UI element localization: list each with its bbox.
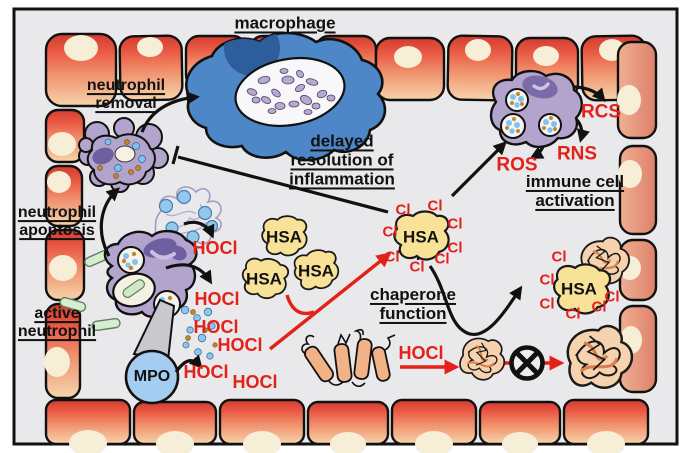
label-cl: Cl [409,258,425,276]
label-hsa: HSA [246,269,282,289]
label-cl: Cl [447,215,463,233]
apoptotic-neutrophil [78,117,169,193]
granule-release-dots [180,305,218,360]
tissue-cell [618,144,658,236]
label-hocl: HOCl [194,288,240,309]
chlorinated-hsa-center [393,210,451,261]
arrow-chaperone-binding [428,265,523,337]
label-cl: Cl [382,223,398,241]
label-cl: Cl [604,288,620,306]
bacteria [59,249,121,332]
immune-cell [489,69,583,149]
tissue-cell [218,398,306,453]
tissue-cell [118,34,184,102]
macrophage-cell [185,31,387,162]
tissue-cell [478,400,562,453]
label-cl: Cl [539,271,555,289]
label-immune-cell-activation: immune cell activation [525,171,625,210]
fragmented-nucleus [92,147,114,165]
arrow-clhsa-to-immune-cell [450,141,507,198]
engulfed-bacterium [122,279,145,298]
chlorinated-hsa-complex [550,233,634,317]
arrow-active-to-apoptosis [99,187,120,257]
label-cl: Cl [539,295,555,313]
label-hsa: HSA [561,279,597,299]
blocked-aggregation-icon [509,345,545,381]
label-rns: RNS [556,143,598,165]
immune-granules [500,88,562,139]
mpo-enzyme [124,298,180,405]
label-rcs: RCS [580,101,622,123]
arrow-mpo-hocl [174,354,203,373]
tissue-cell [306,400,390,453]
inhibition-line [177,155,389,214]
label-hsa: HSA [298,261,334,281]
label-hocl: HOCl [232,371,278,392]
label-hsa: HSA [403,227,439,247]
title-macrophage: macrophage [234,13,336,33]
arrow-apoptosis-to-macrophage [140,91,201,133]
label-delayed-resolution: delayed resolution of inflammation [289,131,395,189]
digested-debris [246,68,336,115]
label-hocl: HOCl [217,334,263,355]
label-hocl: HOCl [193,316,239,337]
inhibition-tbar [171,145,180,165]
curve-hsa-join [285,294,315,316]
tissue-cell [44,108,86,164]
label-active-neutrophil: active neutrophil [17,305,97,340]
tissue-cell [44,164,84,228]
arrow-net-hocl [183,220,215,239]
tissue-cell [44,302,82,400]
label-cl: Cl [427,197,443,215]
label-hsa: HSA [266,227,302,247]
mpo-circle [124,349,180,405]
tissue-cell [44,32,118,108]
label-hocl: HOCl [183,361,229,382]
label-chaperone-function: chaperone function [370,284,456,323]
label-hocl: HOCl [192,237,238,258]
label-cl: Cl [591,298,607,316]
tissue-cell [616,40,658,140]
granule-dots [97,138,146,179]
label-cl: Cl [447,239,463,257]
label-mpo: MPO [133,368,171,386]
label-cl: Cl [384,248,400,266]
label-neutrophil-apoptosis: neutrophil apoptosis [17,204,97,239]
label-cl: Cl [551,248,567,266]
tissue-cell [44,228,86,302]
label-cl: Cl [395,201,411,219]
label-ros: ROS [496,154,538,176]
tissue-cell [374,36,446,102]
active-neutrophil [103,229,198,319]
tissue-cell [132,400,218,453]
arrow-cell-hocl [165,263,213,285]
tissue-cell [44,398,132,453]
label-cl: Cl [434,250,450,268]
native-protein-helices [301,328,396,388]
label-neutrophil-removal: neutrophil removal [86,77,166,112]
label-hocl: HOCl [398,342,444,363]
label-cl: Cl [565,305,581,323]
arrow-hocl-to-hsa [268,252,392,351]
tissue-cell [390,398,478,453]
tissue-cell [562,398,650,453]
